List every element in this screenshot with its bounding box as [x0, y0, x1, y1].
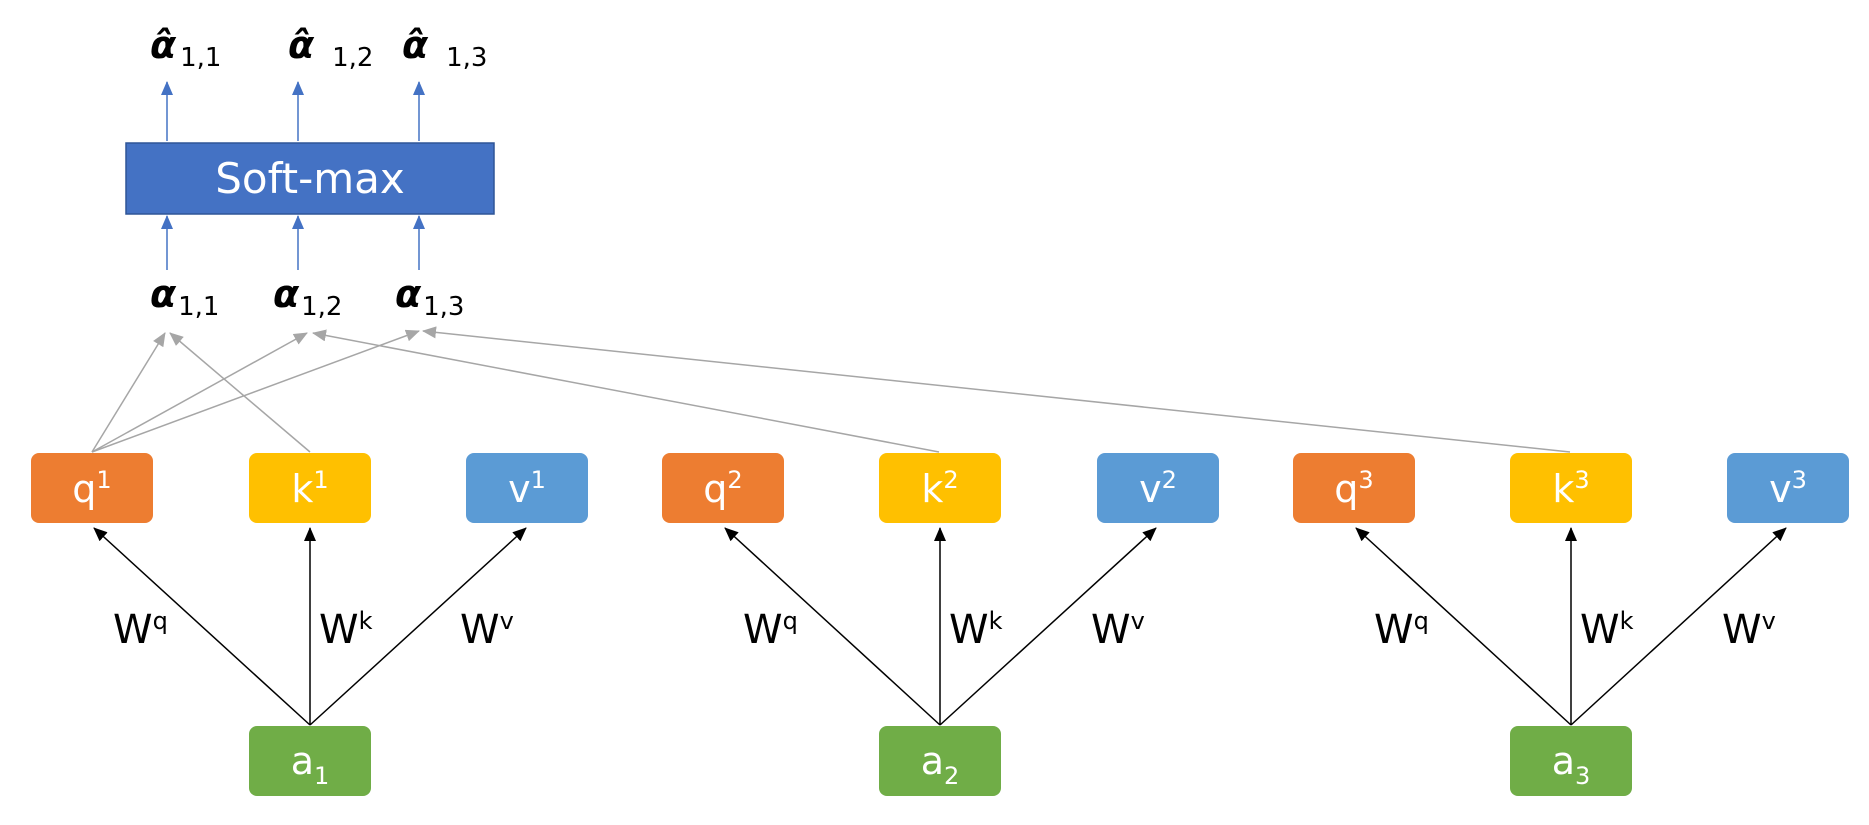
softmax-label: Soft-max: [215, 154, 405, 203]
weight-v-label-2: Wv: [1091, 607, 1145, 653]
value-box-2: [1097, 453, 1219, 523]
query-label-2: q2: [703, 466, 742, 511]
query-label-1: q1: [72, 466, 111, 511]
group-1: q1 k1 v1 Wq Wk Wv a1: [31, 453, 588, 796]
alpha-hat-1-3: α̂1,3: [402, 23, 487, 73]
weight-k-label-2: Wk: [949, 607, 1003, 653]
query-label-3: q3: [1334, 466, 1373, 511]
alpha-1-2: α1,2: [273, 272, 342, 322]
input-label-3: a3: [1552, 739, 1591, 790]
weight-q-label-1: Wq: [113, 607, 168, 653]
softmax-box: [125, 142, 495, 215]
value-label-1: v1: [508, 466, 546, 511]
attention-score-arrows: [91, 326, 1571, 453]
query-box-1: [31, 453, 153, 523]
weight-v-label-1: Wv: [460, 607, 514, 653]
key-box-1: [249, 453, 371, 523]
softmax-input-arrows: [161, 215, 425, 270]
input-label-1: a1: [291, 739, 330, 790]
key-box-2: [879, 453, 1001, 523]
weight-v-label-3: Wv: [1722, 607, 1776, 653]
query-box-3: [1293, 453, 1415, 523]
query-box-2: [662, 453, 784, 523]
group-2: q2 k2 v2 Wq Wk Wv a2: [662, 453, 1219, 796]
key-box-3: [1510, 453, 1632, 523]
key-label-1: k1: [291, 466, 328, 511]
value-label-2: v2: [1139, 466, 1177, 511]
value-label-3: v3: [1769, 466, 1807, 511]
alpha-1-3: α1,3: [395, 272, 464, 322]
input-box-3: [1510, 726, 1632, 796]
alpha-hat-1-1: α̂1,1: [150, 23, 221, 73]
value-box-3: [1727, 453, 1849, 523]
key-label-3: k3: [1552, 466, 1589, 511]
input-label-2: a2: [921, 739, 960, 790]
group-3: q3 k3 v3 Wq Wk Wv a3: [1293, 453, 1849, 796]
softmax-output-arrows: [161, 81, 425, 141]
weight-k-label-1: Wk: [319, 607, 373, 653]
weight-q-label-3: Wq: [1374, 607, 1429, 653]
input-box-2: [879, 726, 1001, 796]
value-box-1: [466, 453, 588, 523]
weight-q-label-2: Wq: [743, 607, 798, 653]
input-box-1: [249, 726, 371, 796]
alpha-hat-1-2: α̂1,2: [288, 23, 373, 73]
weight-k-label-3: Wk: [1580, 607, 1634, 653]
alpha-1-1: α1,1: [150, 272, 219, 322]
key-label-2: k2: [921, 466, 958, 511]
